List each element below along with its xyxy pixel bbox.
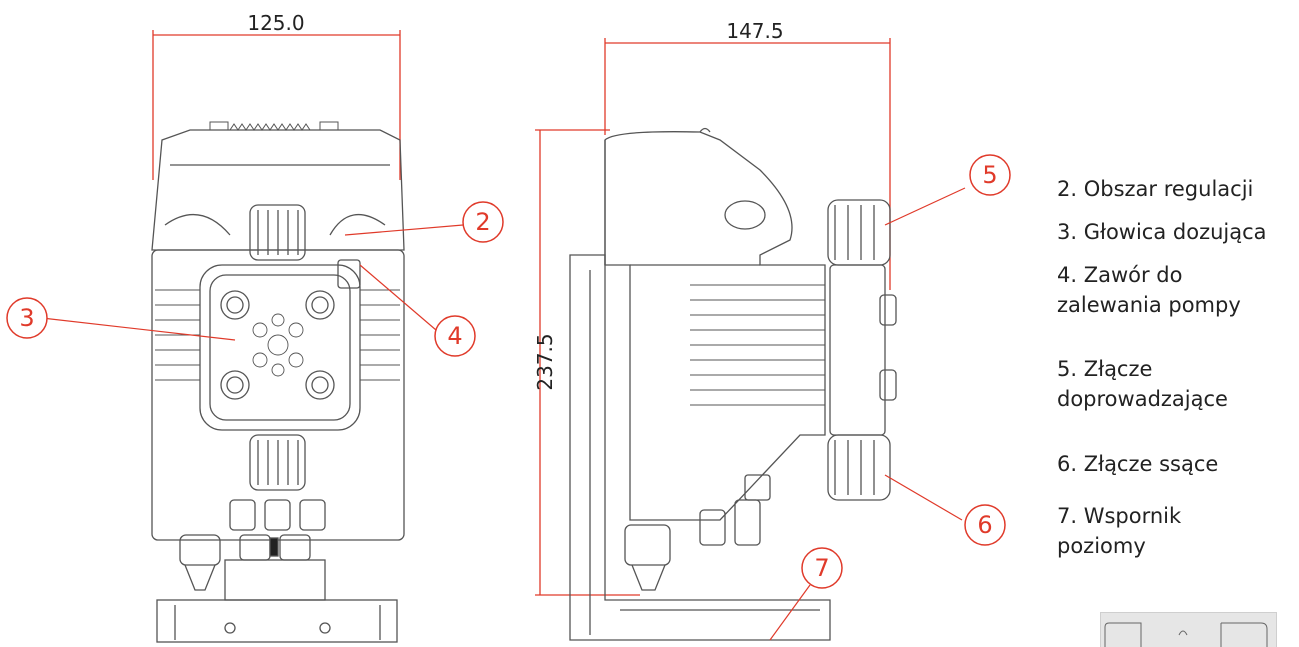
callout-7: 7 xyxy=(814,554,829,582)
legend-item-7-line2: poziomy xyxy=(1057,534,1146,558)
dimension-side-height: 237.5 xyxy=(533,333,557,390)
legend-item-3: 3. Głowica dozująca xyxy=(1057,217,1267,247)
legend-item-4-line2: zalewania pompy xyxy=(1057,293,1241,317)
legend-item-5-line1: 5. Złącze xyxy=(1057,357,1153,381)
legend-item-5-line2: doprowadzające xyxy=(1057,387,1228,411)
dimension-front-width: 125.0 xyxy=(247,11,304,35)
legend-item-5: 5. Złącze doprowadzające xyxy=(1057,354,1228,414)
callout-2: 2 xyxy=(475,208,490,236)
legend-item-7-line1: 7. Wspornik xyxy=(1057,504,1182,528)
callout-3: 3 xyxy=(19,304,34,332)
front-view xyxy=(151,30,405,643)
legend-item-6: 6. Złącze ssące xyxy=(1057,449,1218,479)
side-view xyxy=(535,38,897,641)
thumbnail-drawing xyxy=(1104,622,1268,647)
callout-4: 4 xyxy=(447,322,462,350)
legend-item-4-line1: 4. Zawór do xyxy=(1057,263,1183,287)
callout-6: 6 xyxy=(977,511,992,539)
legend-item-2-line1: 2. Obszar regulacji xyxy=(1057,177,1254,201)
pump-technical-drawing: 125.0 147.5 237.5 2 3 4 5 6 7 xyxy=(6,11,1011,643)
callout-5: 5 xyxy=(982,161,997,189)
legend-item-2: 2. Obszar regulacji xyxy=(1057,174,1253,204)
legend-item-4: 4. Zawór do zalewania pompy xyxy=(1057,260,1241,320)
legend-item-7: 7. Wspornik poziomy xyxy=(1057,501,1181,561)
legend-item-3-line1: 3. Głowica dozująca xyxy=(1057,220,1267,244)
thumbnail-image xyxy=(1100,612,1277,647)
legend-item-6-line1: 6. Złącze ssące xyxy=(1057,452,1219,476)
dimension-side-width: 147.5 xyxy=(726,19,783,43)
